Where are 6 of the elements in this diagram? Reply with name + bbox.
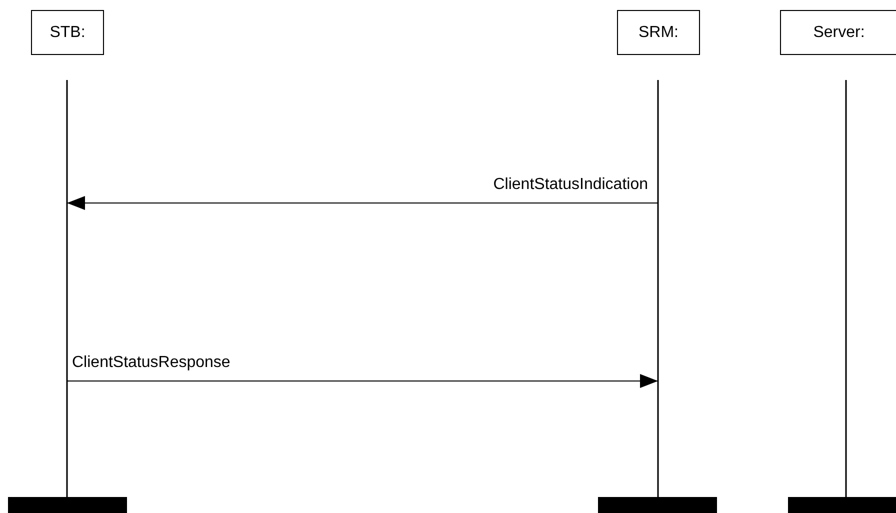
participant-box: SRM:	[617, 10, 700, 55]
participant-box: STB:	[31, 10, 104, 55]
message-arrow	[66, 374, 658, 388]
message-arrow	[66, 196, 658, 210]
participant-box: Server:	[780, 10, 896, 55]
message-label: ClientStatusResponse	[72, 354, 230, 372]
